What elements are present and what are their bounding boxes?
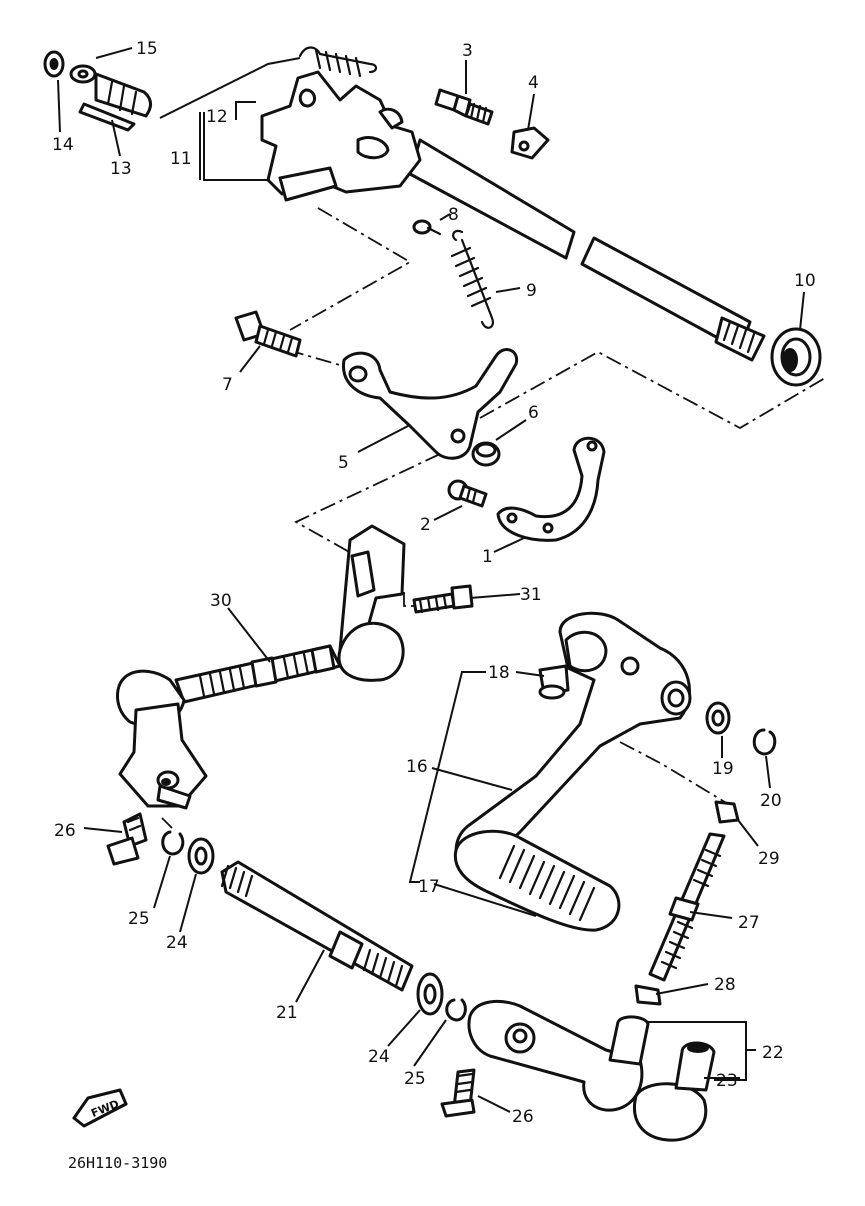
part-30-shift-rod [116, 524, 406, 810]
callout-10: 10 [794, 271, 816, 291]
callout-24-left: 24 [166, 933, 188, 953]
part-10-oil-seal [770, 327, 822, 387]
callout-3: 3 [462, 41, 473, 61]
callout-26-left: 26 [54, 821, 76, 841]
callout-24-right: 24 [368, 1047, 390, 1067]
callout-8: 8 [448, 205, 459, 225]
callout-20: 20 [760, 791, 782, 811]
part-4-plate [510, 126, 550, 160]
callout-13: 13 [110, 159, 132, 179]
part-25-circlip-right [445, 998, 467, 1022]
callout-23: 23 [716, 1071, 738, 1091]
part-29-nut [714, 800, 740, 824]
assembly-lines [161, 207, 826, 829]
part-12-return-spring [298, 46, 378, 78]
callout-11: 11 [170, 149, 192, 169]
part-21-shaft [220, 860, 414, 992]
callout-27: 27 [738, 913, 760, 933]
part-2-screw [447, 479, 488, 508]
part-22-shift-arm [467, 999, 650, 1112]
callout-26-right: 26 [512, 1107, 534, 1127]
part-14-clip [43, 50, 65, 78]
callout-18: 18 [488, 663, 510, 683]
callout-30: 30 [210, 591, 232, 611]
callout-16: 16 [406, 757, 428, 777]
callout-1: 1 [482, 547, 493, 567]
callout-25-left: 25 [128, 909, 150, 929]
callout-14: 14 [52, 135, 74, 155]
part-6-collar [471, 441, 501, 467]
part-19-washer [705, 701, 731, 735]
part-15-washer [69, 64, 97, 84]
part-28-nut [634, 984, 662, 1006]
part-7-bolt [234, 310, 302, 358]
part-24-washer-right [416, 972, 444, 1016]
part-20-circlip [752, 728, 777, 756]
callout-31: 31 [520, 585, 542, 605]
part-1-guide-plate [496, 436, 606, 542]
callout-7: 7 [222, 375, 233, 395]
callout-6: 6 [528, 403, 539, 423]
part-23-boss [633, 1041, 716, 1142]
callout-22: 22 [762, 1043, 784, 1063]
callout-19: 19 [712, 759, 734, 779]
part-11-shift-shaft-assembly [260, 70, 766, 362]
part-25-circlip-left [161, 830, 185, 856]
callout-25-right: 25 [404, 1069, 426, 1089]
leader-lines [57, 47, 805, 1113]
callout-5: 5 [338, 453, 349, 473]
callout-21: 21 [276, 1003, 298, 1023]
callout-labels: 15 14 13 12 11 3 4 8 9 10 7 5 6 2 1 30 3… [52, 39, 816, 1127]
forward-arrow-icon: FWD [72, 1088, 128, 1128]
callout-12: 12 [206, 107, 228, 127]
part-5-stopper-lever [342, 348, 519, 460]
part-31-bolt [412, 584, 474, 614]
callout-9: 9 [526, 281, 537, 301]
part-26-screw-right [440, 1068, 476, 1118]
callout-4: 4 [528, 73, 539, 93]
part-18-pivot-shaft [538, 664, 570, 700]
part-8-nut [412, 219, 442, 236]
part-3-bolt [434, 88, 494, 126]
part-27-adjuster-rod [648, 832, 726, 982]
part-26-bolt-left [106, 812, 148, 866]
callout-2: 2 [420, 515, 431, 535]
part-24-washer-left [187, 837, 215, 875]
callout-15: 15 [136, 39, 158, 59]
callout-28: 28 [714, 975, 736, 995]
diagram-code: 26H110-3190 [68, 1154, 167, 1172]
callout-29: 29 [758, 849, 780, 869]
callout-17: 17 [418, 877, 440, 897]
part-13-pin [78, 72, 152, 132]
part-17-foot-rubber [453, 829, 621, 932]
part-9-spring [450, 229, 494, 329]
part-16-shift-pedal [454, 611, 692, 880]
